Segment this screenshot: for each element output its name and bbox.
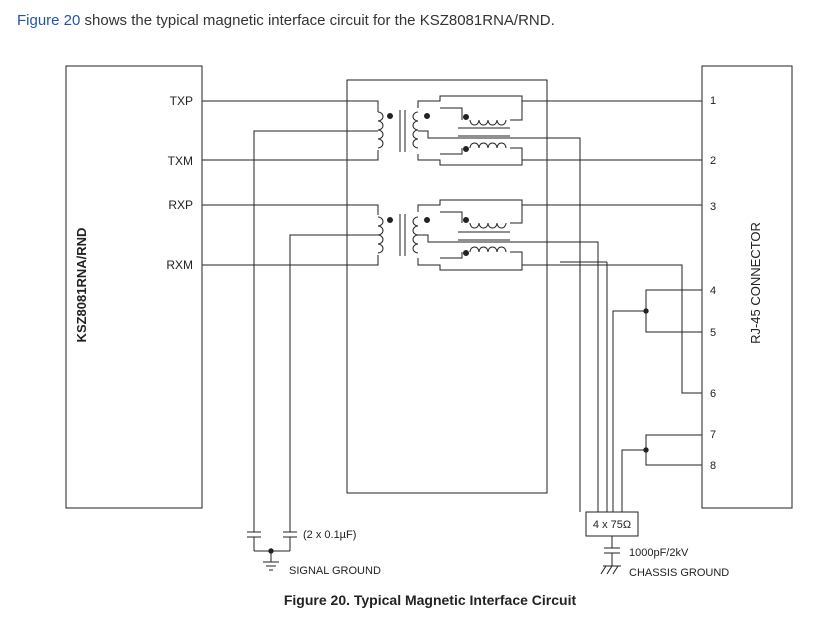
- pin-8: 8: [710, 460, 716, 472]
- signal-ground-icon: [263, 561, 279, 571]
- phy-chip-box: [65, 65, 203, 509]
- hv-cap-label: 1000pF/2kV: [629, 547, 689, 559]
- intro-text: Figure 20 shows the typical magnetic int…: [17, 12, 555, 29]
- rx-common-mode-choke: [458, 217, 510, 256]
- pin-7: 7: [710, 429, 716, 441]
- magnetics-module-box: [346, 79, 548, 494]
- chassis-ground-icon: [600, 565, 621, 575]
- signal-label-txp: TXP: [170, 94, 193, 108]
- connector-label: RJ-45 CONNECTOR: [748, 222, 763, 344]
- hv-capacitor: [604, 536, 620, 566]
- pin-1: 1: [710, 95, 716, 107]
- rj45-connector-box: [701, 65, 793, 509]
- tx-wiring: [202, 95, 702, 532]
- signal-label-rxm: RXM: [166, 258, 193, 272]
- figure-caption: Figure 20. Typical Magnetic Interface Ci…: [284, 592, 577, 608]
- signal-ground-label: SIGNAL GROUND: [289, 565, 381, 577]
- pin-2: 2: [710, 155, 716, 167]
- pin-3: 3: [710, 201, 716, 213]
- cap-label: (2 x 0.1µF): [303, 529, 356, 541]
- center-tap-capacitors: [247, 531, 297, 562]
- chassis-ground-label: CHASSIS GROUND: [629, 567, 729, 579]
- chip-label: KSZ8081RNA/RND: [74, 228, 89, 343]
- tx-common-mode-choke: [458, 114, 510, 152]
- tx-transformer: [377, 110, 430, 152]
- resistor-pack-box: [585, 511, 639, 537]
- resistor-label: 4 x 75Ω: [593, 519, 631, 531]
- signal-label-rxp: RXP: [168, 198, 193, 212]
- pin-6: 6: [710, 388, 716, 400]
- unused-pair-terminations: [560, 261, 702, 512]
- rx-transformer: [377, 214, 430, 256]
- signal-label-txm: TXM: [168, 154, 193, 168]
- pin-5: 5: [710, 327, 716, 339]
- rx-wiring: [202, 199, 702, 532]
- pin-4: 4: [710, 285, 716, 297]
- figure-20-link[interactable]: Figure 20: [17, 12, 81, 29]
- intro-sentence: shows the typical magnetic interface cir…: [80, 12, 555, 29]
